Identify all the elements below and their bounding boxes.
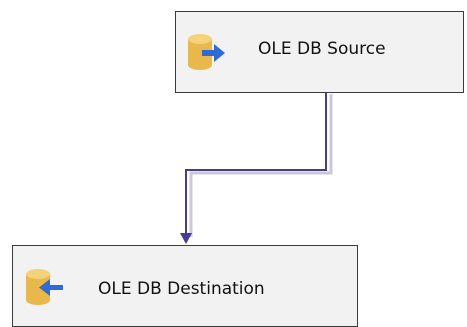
- data-flow-path-arrowhead: [180, 233, 192, 244]
- database-source-icon: [188, 34, 225, 70]
- ole-db-source-component[interactable]: OLE DB Source: [175, 11, 464, 93]
- ole-db-destination-label: OLE DB Destination: [98, 279, 265, 299]
- data-flow-path-shadow: [189, 94, 333, 237]
- ole-db-destination-component[interactable]: OLE DB Destination: [12, 245, 358, 327]
- database-destination-icon: [26, 269, 63, 305]
- ole-db-source-label: OLE DB Source: [258, 39, 386, 59]
- data-flow-path-line[interactable]: [185, 93, 327, 234]
